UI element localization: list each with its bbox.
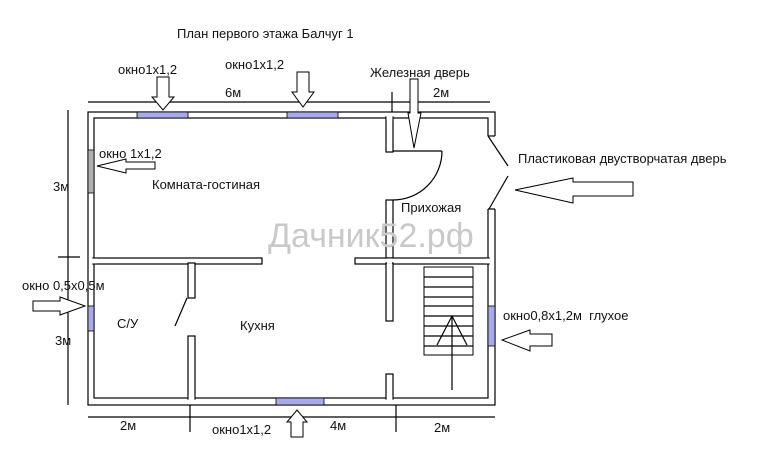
plan-title: План первого этажа Балчуг 1 xyxy=(177,26,354,41)
dimension-bottom-left: 2м xyxy=(120,418,136,433)
arrow-left-icon xyxy=(96,158,156,174)
arrow-down-icon xyxy=(407,78,422,149)
dimension-bottom-mid: 4м xyxy=(330,418,346,433)
watermark: Дачник52.рф xyxy=(268,217,474,255)
dimension-top-hall: 2м xyxy=(433,85,449,100)
doors xyxy=(174,135,509,327)
plastic-door-label: Пластиковая двустворчатая дверь xyxy=(518,151,727,166)
arrow-up-icon xyxy=(285,409,309,438)
arrow-left-icon xyxy=(514,177,634,204)
arrow-down-icon xyxy=(291,71,315,108)
bath-window-label: окно 0,5х0,5м xyxy=(22,278,105,293)
bottom-window-label: окно1х1,2 xyxy=(212,422,271,437)
arrow-left-icon xyxy=(500,329,553,352)
bathroom-label: С/У xyxy=(117,316,139,331)
bathroom-door-leaf xyxy=(174,297,188,327)
interior-walls xyxy=(91,114,497,401)
dimension-top-main: 6м xyxy=(225,85,241,100)
arrow-down-icon xyxy=(150,76,176,111)
living-room-label: Комната-гостиная xyxy=(152,177,260,192)
top-window-1-label: окно1х1,2 xyxy=(118,62,177,77)
right-window-label: окно0,8х1,2м глухое xyxy=(503,308,629,323)
plastic-door-leaf-top xyxy=(487,135,509,167)
dimension-bottom-right: 2м xyxy=(434,420,450,435)
top-window-2-label: окно1х1,2 xyxy=(225,57,284,72)
iron-door-label: Железная дверь xyxy=(370,65,470,80)
left-window-label: окно 1х1,2 xyxy=(99,146,162,161)
callout-arrows xyxy=(32,71,634,438)
stair-direction-arrow-icon xyxy=(436,314,468,390)
staircase xyxy=(423,266,474,390)
kitchen-label: Кухня xyxy=(240,318,275,333)
plastic-door-leaf-bottom xyxy=(488,175,509,210)
arrow-right-icon xyxy=(32,296,87,316)
windows xyxy=(87,111,496,406)
iron-door-swing xyxy=(392,150,443,201)
dimension-left-bottom: 3м xyxy=(55,333,71,348)
dimension-left-top: 3м xyxy=(53,179,69,194)
hallway-label: Прихожая xyxy=(401,200,461,215)
